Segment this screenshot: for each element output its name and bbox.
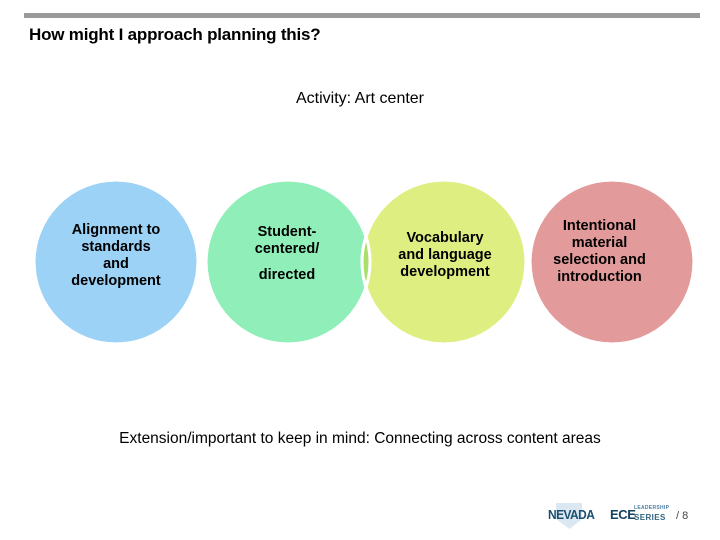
venn-outline-1: [204, 178, 372, 346]
logo-ece-text: ECE: [610, 507, 636, 522]
venn-outline-2: [360, 178, 528, 346]
title-divider-rule: [24, 13, 700, 18]
venn-outline-3: [528, 178, 696, 346]
venn-diagram-svg: [32, 178, 696, 346]
logo-series-text: SERIES: [634, 513, 666, 522]
slide-counter: / 8: [676, 510, 689, 522]
venn-diagram: Alignment to standards and development S…: [0, 160, 720, 365]
extension-note: Extension/important to keep in mind: Con…: [119, 430, 601, 447]
logo-leadership-text: LEADERSHIP: [634, 505, 670, 511]
page-title: How might I approach planning this?: [29, 25, 321, 44]
venn-outline-0: [32, 178, 200, 346]
footer-logo-block: NEVADA ECE LEADERSHIP SERIES / 8: [548, 502, 688, 530]
logo-nevada-text: NEVADA: [548, 507, 595, 522]
nevada-ece-logo: NEVADA ECE LEADERSHIP SERIES: [548, 503, 670, 529]
activity-subtitle: Activity: Art center: [295, 90, 425, 107]
